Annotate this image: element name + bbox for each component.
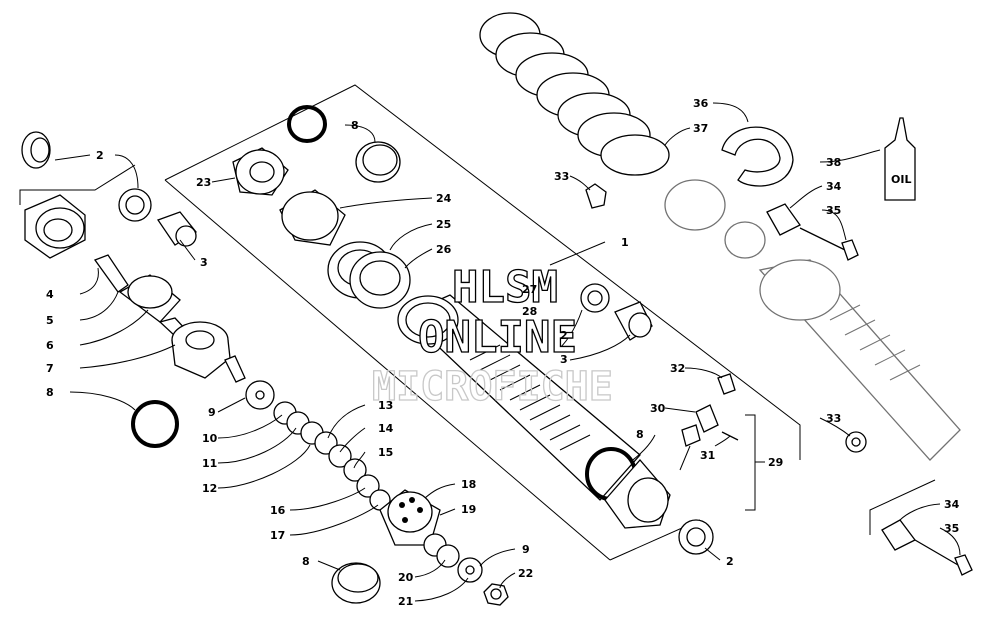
callout-18: 18 — [461, 478, 476, 491]
part-30-valve-body — [679, 404, 719, 471]
callout-8: 8 — [46, 386, 54, 399]
callout-6: 6 — [46, 339, 54, 352]
part-8-wear-band — [331, 562, 381, 604]
assembly-frame-lower — [164, 179, 611, 561]
part-2-bushing-center — [580, 283, 610, 313]
callout-31: 31 — [700, 449, 715, 462]
callout-37: 37 — [693, 122, 708, 135]
callout-36: 36 — [693, 97, 709, 110]
callout-30: 30 — [650, 402, 666, 415]
callout-21: 21 — [398, 595, 413, 608]
callout-22: 22 — [518, 567, 533, 580]
assembly-frame — [164, 84, 801, 460]
part-3-sleeve-left — [156, 211, 197, 247]
part-37-spring — [479, 12, 670, 176]
shim-stack-lower — [423, 533, 483, 583]
callout-8: 8 — [302, 555, 310, 568]
callout-5: 5 — [46, 314, 54, 327]
callout-33: 33 — [826, 412, 841, 425]
part-36-spring-retainer — [721, 126, 794, 187]
callout-34: 34 — [826, 180, 842, 193]
part-6-shaft-body — [118, 274, 202, 351]
callout-35: 35 — [826, 204, 841, 217]
callout-32: 32 — [670, 362, 685, 375]
part-7-seal-head — [171, 321, 246, 383]
piston-valve — [379, 489, 441, 546]
callout-11: 11 — [202, 457, 217, 470]
part-5-shaft-top — [93, 254, 129, 293]
callout-16: 16 — [270, 504, 286, 517]
callout-7: 7 — [46, 362, 54, 375]
part-8-wear-band-top — [355, 141, 401, 183]
part-2-bushing-lower — [678, 519, 714, 555]
callout-2: 2 — [726, 555, 734, 568]
lower-right-frame — [869, 479, 936, 535]
part-3-sleeve-center — [614, 301, 653, 341]
callout-4: 4 — [46, 288, 54, 301]
part-2-bushing-top — [21, 131, 51, 169]
part-23-cap — [232, 147, 289, 196]
callout-3: 3 — [560, 353, 568, 366]
watermark-line-2: ONLINE — [418, 312, 577, 363]
part-38-oil-bottle: OIL — [884, 117, 916, 201]
callout-2: 2 — [560, 329, 568, 342]
part-34-spacer-top — [766, 203, 801, 236]
callouts: 2 3 4 5 6 7 8 9 10 11 12 13 14 15 16 17 … — [46, 97, 960, 608]
callout-13: 13 — [378, 399, 393, 412]
callout-29: 29 — [768, 456, 783, 469]
callout-9: 9 — [522, 543, 530, 556]
body-eyelet — [604, 459, 671, 529]
callout-26: 26 — [436, 243, 452, 256]
callout-24: 24 — [436, 192, 452, 205]
callout-28: 28 — [522, 305, 537, 318]
left-group-frame — [19, 164, 136, 205]
assembled-shock-ghost — [664, 179, 961, 461]
callout-20: 20 — [398, 571, 414, 584]
callout-12: 12 — [202, 482, 217, 495]
shock-body — [397, 294, 641, 501]
callout-23: 23 — [196, 176, 211, 189]
callout-2: 2 — [96, 149, 104, 162]
callout-35: 35 — [944, 522, 959, 535]
part-35-bolt-top — [799, 227, 859, 261]
part-32-screw — [717, 373, 736, 395]
watermark-line-1: HLSM — [452, 262, 558, 313]
part-34-spacer-lower — [881, 519, 916, 551]
part-22-nut — [483, 583, 509, 606]
leader-lines — [54, 102, 961, 602]
part-24-collar — [279, 189, 346, 246]
part-26-lock-ring — [349, 251, 411, 309]
callout-25: 25 — [436, 218, 451, 231]
oil-bottle-label: OIL — [891, 173, 911, 186]
watermark-line-3: MICROFICHE — [372, 364, 613, 410]
shim-stack — [245, 380, 391, 511]
part-2-bushing-left — [118, 188, 152, 222]
callout-8: 8 — [351, 119, 359, 132]
callout-1: 1 — [621, 236, 629, 249]
part-8-oring-left — [131, 400, 179, 448]
callout-8: 8 — [636, 428, 644, 441]
callout-38: 38 — [826, 156, 841, 169]
callout-3: 3 — [200, 256, 208, 269]
callout-19: 19 — [461, 503, 476, 516]
callout-9: 9 — [208, 406, 216, 419]
part-33-bushing-lower — [845, 431, 867, 453]
part-35-bolt-lower — [914, 539, 973, 576]
callout-15: 15 — [378, 446, 393, 459]
callout-33: 33 — [554, 170, 569, 183]
bracket-29 — [745, 414, 756, 511]
watermark: HLSM ONLINE MICROFICHE — [371, 261, 613, 410]
callout-10: 10 — [202, 432, 218, 445]
callout-14: 14 — [378, 422, 394, 435]
part-4-eyelet-cap — [24, 194, 86, 259]
callout-34: 34 — [944, 498, 960, 511]
callout-17: 17 — [270, 529, 285, 542]
part-33-bushing-top — [585, 183, 607, 209]
callout-27: 27 — [522, 283, 537, 296]
part-8-oring-top — [287, 105, 327, 143]
